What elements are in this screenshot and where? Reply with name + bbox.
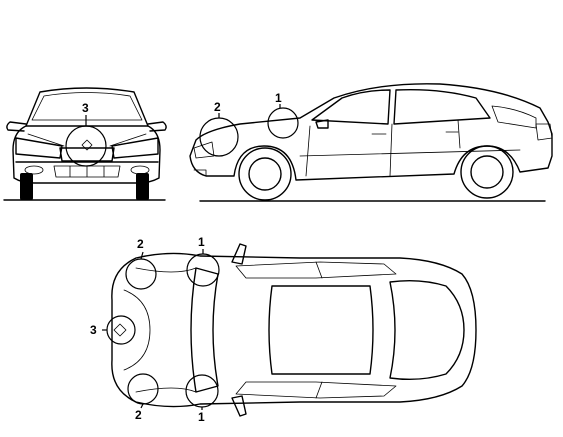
- top-pillars: [315, 261, 323, 399]
- side-view: 2 1: [189, 83, 553, 202]
- top-roof: [268, 285, 374, 375]
- side-mirror: [315, 119, 329, 129]
- front-badge-icon: [81, 139, 93, 151]
- side-callout-2-circle: [199, 117, 239, 157]
- top-view: 2 1 3 2 1: [90, 235, 477, 424]
- top-callout-2-lower-label: 2: [135, 408, 142, 422]
- side-taillight: [535, 123, 553, 141]
- side-window-rear: [393, 88, 491, 125]
- top-side-windows-upper: [235, 261, 397, 279]
- front-right-tyre: [136, 173, 149, 200]
- side-front-wheel: [238, 147, 292, 201]
- front-windscreen: [31, 92, 143, 121]
- side-callout-1-label: 1: [275, 91, 282, 105]
- front-left-tyre: [20, 173, 33, 200]
- side-callout-1-circle: [267, 107, 299, 139]
- side-headlight: [193, 141, 215, 159]
- front-foglamp-left: [24, 165, 44, 175]
- top-side-windows-lower: [235, 381, 397, 399]
- top-callout-1-upper-label: 1: [198, 235, 205, 249]
- side-body: [189, 83, 553, 181]
- front-callout-3-label: 3: [82, 101, 89, 115]
- top-badge-icon: [113, 323, 127, 337]
- top-body: [111, 252, 477, 408]
- top-bonnet-line: [123, 289, 151, 371]
- side-front-bumper: [193, 169, 207, 177]
- top-callout-2-lower-leader: [140, 403, 144, 409]
- front-mirror-left: [6, 121, 27, 132]
- side-rubbing-strip: [299, 149, 521, 157]
- side-window-tail: [491, 105, 537, 129]
- top-callout-3-circle: [106, 315, 136, 345]
- top-callout-1-lower-label: 1: [198, 410, 205, 424]
- front-view: 3: [3, 87, 167, 201]
- top-callout-3-label: 3: [90, 323, 97, 337]
- side-callout-2-label: 2: [214, 100, 221, 114]
- front-foglamp-right: [130, 165, 150, 175]
- top-windscreen: [190, 267, 219, 393]
- front-mirror-right: [147, 121, 167, 132]
- side-rear-wheel: [460, 145, 514, 199]
- top-callout-2-upper-circle: [125, 258, 157, 290]
- top-wing-lines: [135, 267, 197, 393]
- side-door-cutlines: [305, 119, 461, 177]
- top-mirror-lower: [231, 395, 247, 417]
- top-callout-2-upper-label: 2: [137, 237, 144, 251]
- side-rear-rim: [470, 155, 504, 189]
- side-door-handles: [371, 131, 459, 135]
- top-mirror-upper: [231, 243, 247, 265]
- front-greenhouse: [25, 87, 149, 127]
- front-lower-intake: [53, 165, 121, 178]
- front-headlight-right: [111, 137, 159, 159]
- top-callout-2-upper-leader: [140, 251, 144, 260]
- side-window-front: [311, 89, 391, 125]
- front-grille: [59, 147, 115, 162]
- side-front-rim: [248, 157, 282, 191]
- front-bonnet-creases: [27, 133, 147, 147]
- top-rear-window: [389, 279, 465, 381]
- front-headlight-left: [15, 137, 63, 159]
- front-callout-3-circle: [65, 125, 107, 167]
